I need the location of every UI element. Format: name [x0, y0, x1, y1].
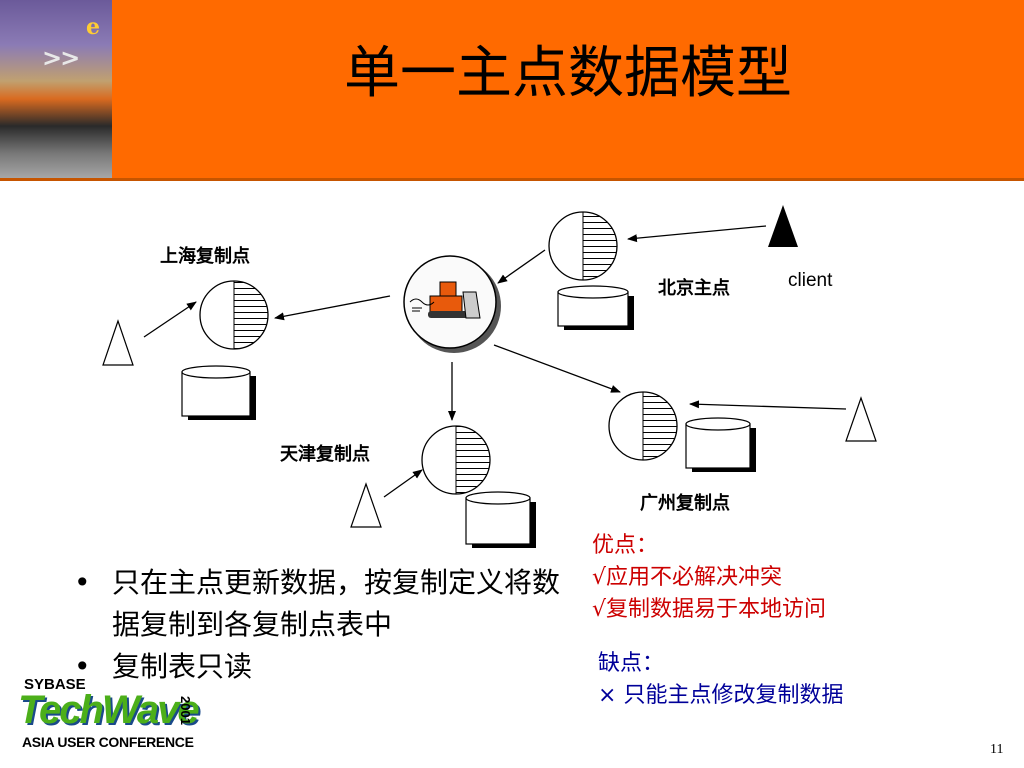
bullet-item: 复制表只读 — [74, 646, 564, 688]
tianjin-replicate-node — [421, 425, 491, 495]
bullet-list: 只在主点更新数据，按复制定义将数据复制到各复制点表中 复制表只读 — [74, 562, 564, 688]
replication-hub — [403, 255, 501, 353]
client-triangle-icon-beijing — [768, 205, 798, 247]
arrow-hub-to-guangzhou — [493, 344, 621, 393]
client-triangle-icon-tianjin — [350, 482, 382, 528]
slide-title: 单一主点数据模型 — [344, 41, 792, 106]
techwave-logo: SYBASE TechWave 2001 ASIA USER CONFERENC… — [18, 676, 200, 752]
client-label: client — [788, 270, 833, 291]
photo-letter-e: e — [86, 14, 100, 40]
shanghai-replicate-node — [199, 280, 269, 350]
arrow-hub-to-shanghai — [274, 295, 391, 321]
pros-title: 优点： — [592, 533, 659, 558]
bullet-item: 只在主点更新数据，按复制定义将数据复制到各复制点表中 — [74, 562, 564, 646]
arrow-client-to-shanghai — [143, 301, 197, 338]
pros-box: 优点： √应用不必解决冲突 √复制数据易于本地访问 — [592, 530, 826, 626]
bulldozer-icon — [409, 281, 481, 319]
logo-techwave-text: TechWave — [18, 688, 200, 732]
pros-item: √复制数据易于本地访问 — [592, 594, 826, 626]
arrow-client-to-beijing — [627, 225, 767, 243]
logo-year-text: 2001 — [178, 696, 193, 725]
cons-item: × 只能主点修改复制数据 — [598, 680, 843, 712]
arrow-client-to-tianjin — [383, 469, 423, 498]
guangzhou-database-icon — [685, 417, 756, 472]
pros-item-text: 复制数据易于本地访问 — [606, 597, 827, 622]
logo-sybase-text: SYBASE — [24, 676, 86, 693]
header-photo: e >> — [0, 0, 112, 180]
beijing-node-label: 北京主点 — [658, 278, 730, 299]
tianjin-database-icon — [465, 491, 536, 548]
guangzhou-node-label: 广州复制点 — [640, 493, 730, 514]
arrow-client-to-guangzhou — [689, 400, 847, 410]
pros-item-text: 应用不必解决冲突 — [606, 565, 783, 590]
logo-conference-text: ASIA USER CONFERENCE — [22, 734, 194, 750]
shanghai-database-icon — [181, 365, 256, 420]
beijing-database-icon — [557, 285, 634, 330]
cons-box: 缺点： × 只能主点修改复制数据 — [598, 648, 843, 712]
cross-icon: × — [598, 683, 617, 708]
client-triangle-icon-shanghai — [102, 319, 134, 366]
check-icon: √ — [592, 565, 607, 590]
arrow-beijing-to-hub — [497, 249, 546, 284]
title-banner: e >> 单一主点数据模型 — [0, 0, 1024, 180]
cons-item-text: 只能主点修改复制数据 — [623, 683, 844, 708]
check-icon: √ — [592, 597, 607, 622]
cons-title: 缺点： — [598, 651, 665, 676]
shanghai-node-label: 上海复制点 — [160, 246, 250, 267]
client-triangle-icon-guangzhou — [845, 396, 877, 442]
page-number: 11 — [990, 742, 1004, 757]
photo-arrows: >> — [42, 44, 80, 72]
header-divider — [0, 178, 1024, 181]
beijing-master-node — [548, 211, 618, 281]
pros-item: √应用不必解决冲突 — [592, 562, 826, 594]
guangzhou-replicate-node — [608, 391, 678, 461]
tianjin-node-label: 天津复制点 — [280, 444, 370, 465]
